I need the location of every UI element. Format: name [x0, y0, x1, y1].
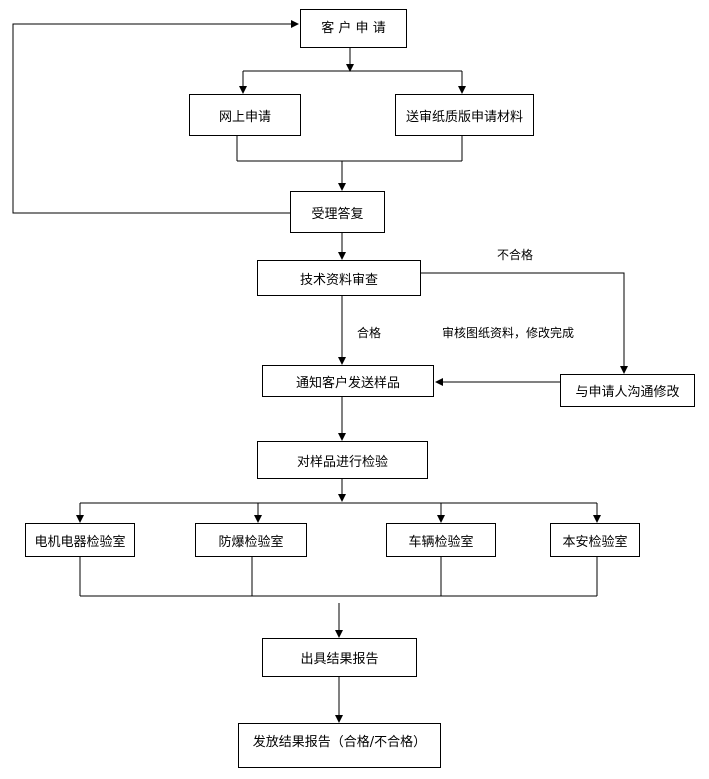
node-online-application: 网上申请 — [189, 94, 301, 136]
node-lab-explosion-proof: 防爆检验室 — [195, 523, 307, 557]
node-inspect-samples: 对样品进行检验 — [257, 441, 428, 479]
label-revision-done: 审核图纸资料，修改完成 — [442, 326, 575, 340]
node-lab-vehicle: 车辆检验室 — [386, 523, 496, 557]
edge-review-fail — [421, 272, 628, 374]
node-acceptance-reply: 受理答复 — [290, 191, 385, 233]
node-lab-intrinsic-safety: 本安检验室 — [550, 523, 640, 557]
node-tech-review: 技术资料审查 — [257, 260, 421, 296]
edge-acceptance-loop-back — [12, 20, 299, 214]
node-lab-electrical: 电机电器检验室 — [25, 523, 135, 557]
label-pass: 合格 — [357, 326, 382, 340]
label-fail: 不合格 — [497, 248, 534, 262]
node-communicate-modify: 与申请人沟通修改 — [560, 374, 695, 407]
node-notify-send-samples: 通知客户发送样品 — [262, 365, 434, 397]
node-issue-report: 出具结果报告 — [262, 638, 417, 677]
node-customer-application: 客 户 申 请 — [300, 9, 407, 48]
node-release-report: 发放结果报告（合格/不合格） — [238, 723, 441, 768]
node-paper-submission: 送审纸质版申请材料 — [395, 94, 534, 136]
